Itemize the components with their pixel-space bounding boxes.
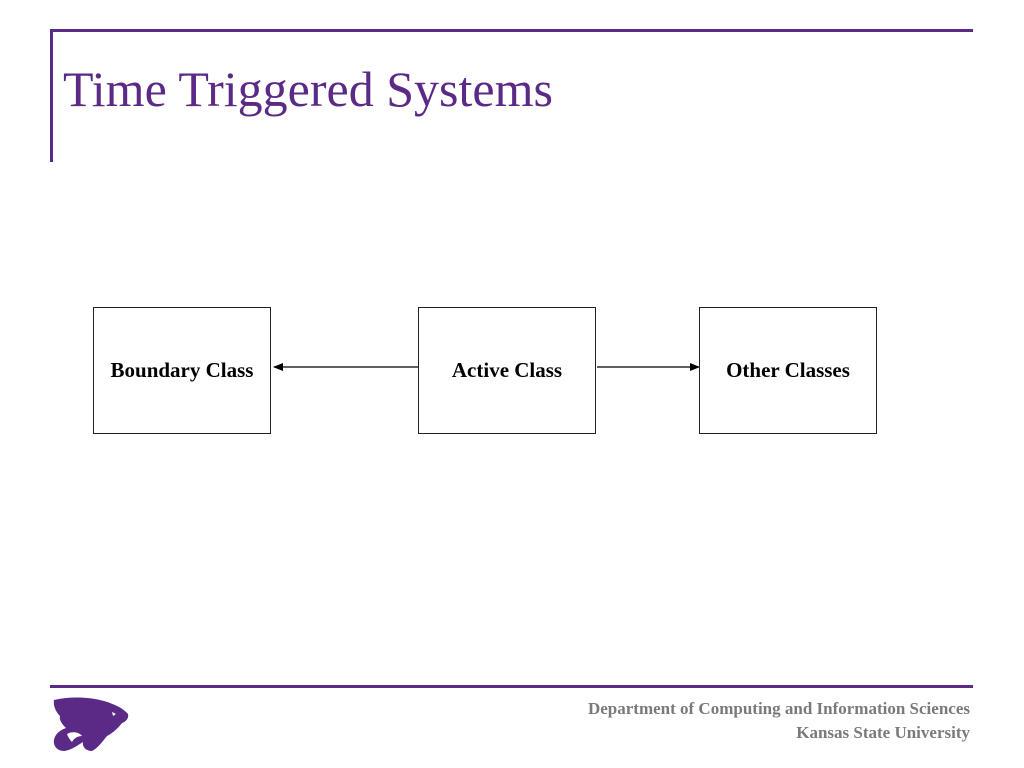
node-label: Other Classes <box>726 358 850 382</box>
node-label: Boundary Class <box>110 358 254 382</box>
left-border-line <box>50 29 53 162</box>
node-other-classes: Other Classes <box>699 307 877 434</box>
footer-divider <box>50 685 973 688</box>
footer-university: Kansas State University <box>796 723 970 742</box>
slide-title: Time Triggered Systems <box>63 61 553 117</box>
node-label: Active Class <box>451 358 563 382</box>
top-border-line <box>50 29 973 32</box>
node-active-class: Active Class <box>418 307 596 434</box>
footer-text: Department of Computing and Information … <box>588 697 970 745</box>
footer-department: Department of Computing and Information … <box>587 699 970 718</box>
node-boundary-class: Boundary Class <box>93 307 271 434</box>
wildcat-logo-icon <box>53 697 129 751</box>
